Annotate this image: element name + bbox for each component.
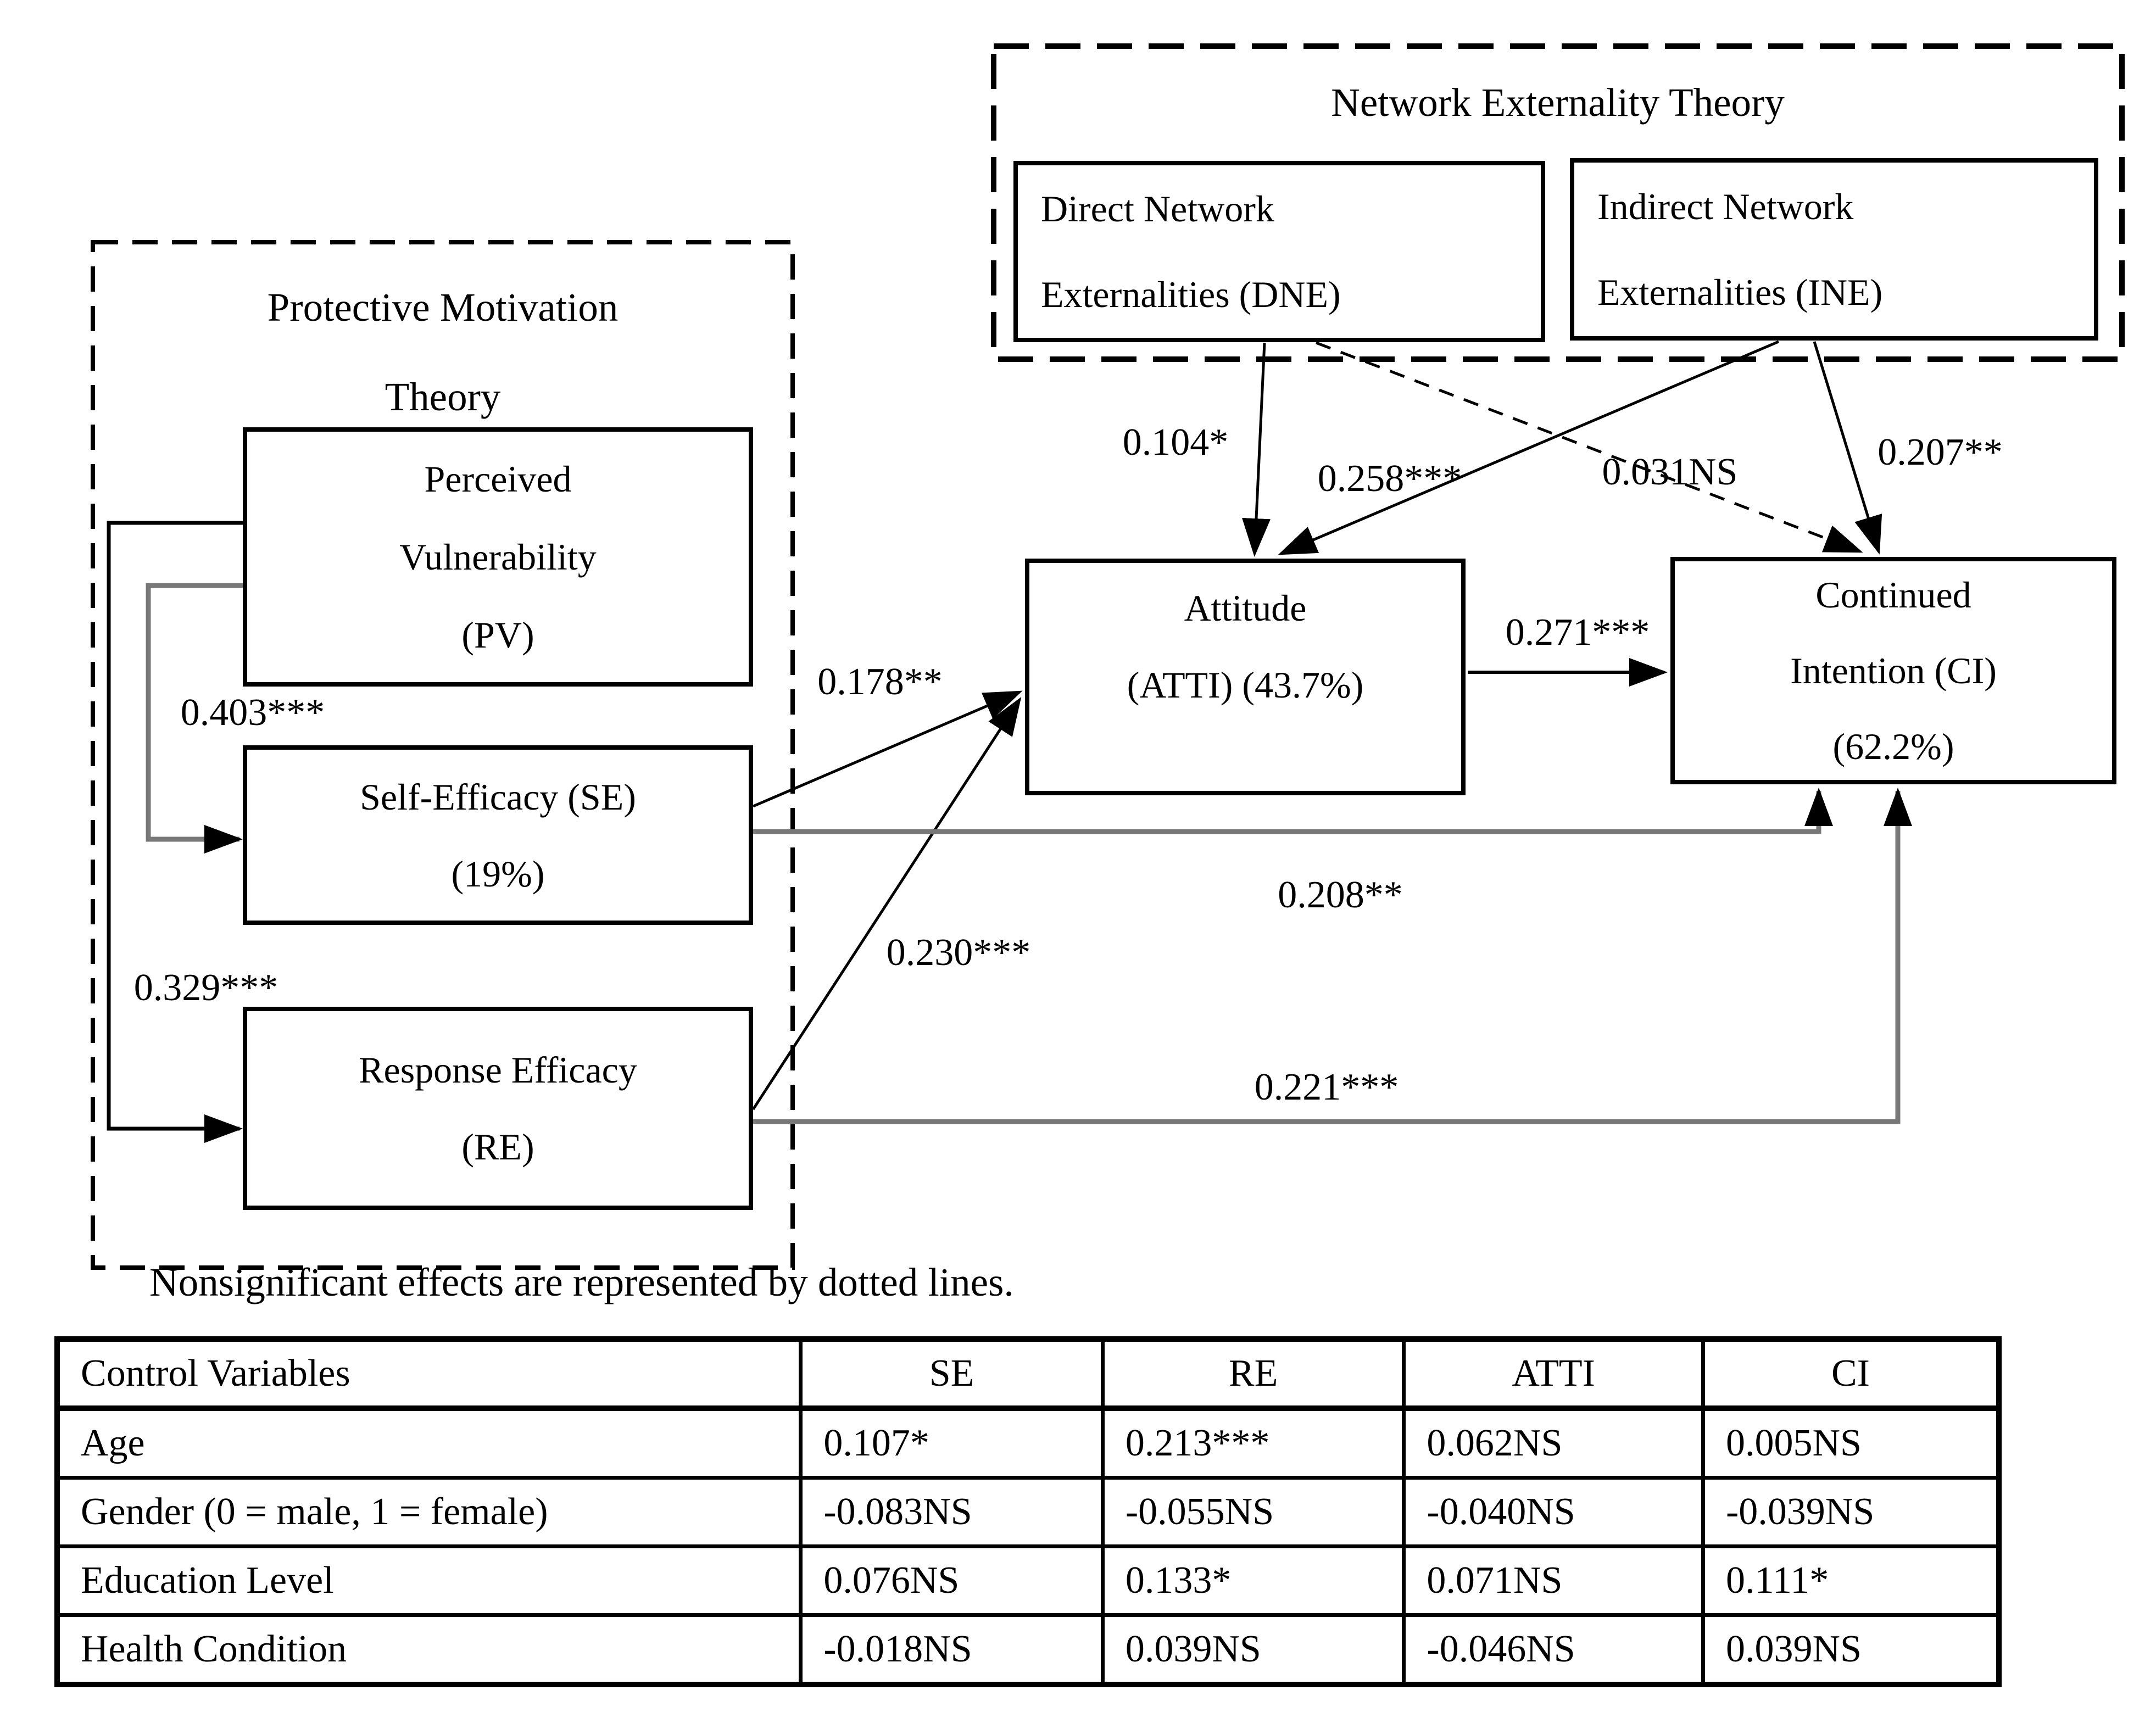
node-ine-line2: Externalities (INE) [1597, 271, 1883, 313]
pmt-group-border [91, 240, 795, 1270]
col-header-re: RE [1100, 1337, 1406, 1411]
arrow-dne-atti [1242, 342, 1271, 557]
row-label-education: Education Level [55, 1544, 803, 1617]
path-label-re-atti: 0.230*** [886, 931, 1031, 974]
node-pv-line3: (PV) [461, 614, 534, 656]
path-label-se-ci: 0.208** [1278, 874, 1403, 916]
cell-gender-se: -0.083NS [799, 1476, 1105, 1548]
path-label-pv-re: 0.329*** [133, 967, 278, 1009]
table-row-education: Education Level 0.076NS 0.133* 0.071NS 0… [55, 1544, 2001, 1617]
col-header-ci: CI [1701, 1337, 2001, 1411]
node-ine-line1: Indirect Network [1597, 186, 1854, 227]
node-indirect-network-externalities: Indirect Network Externalities (INE) [1570, 158, 2098, 341]
pmt-title-line2: Theory [385, 375, 501, 419]
node-pv-line1: Perceived [424, 458, 572, 500]
node-attitude: Attitude (ATTI) (43.7%) [1025, 559, 1466, 795]
arrow-ine-atti [1278, 340, 1779, 555]
node-ci-line1: Continued [1815, 574, 1971, 616]
node-pv-line2: Vulnerability [399, 536, 597, 578]
path-label-ine-ci: 0.207** [1878, 431, 2003, 473]
net-group-title: Network Externality Theory [994, 62, 2122, 144]
node-atti-line1: Attitude [1184, 587, 1307, 629]
arrow-re-ci [753, 788, 1912, 1124]
col-header-se: SE [799, 1337, 1105, 1411]
arrow-dne-ci-dashed [1316, 341, 1863, 553]
col-header-control-variables: Control Variables [55, 1337, 803, 1411]
arrow-re-atti [751, 696, 1022, 1111]
cell-health-atti: -0.046NS [1402, 1613, 1705, 1687]
node-atti-line2: (ATTI) (43.7%) [1127, 664, 1364, 706]
cell-gender-ci: -0.039NS [1701, 1476, 2001, 1548]
arrow-se-ci [753, 788, 1833, 834]
row-label-health: Health Condition [55, 1613, 803, 1687]
cell-health-se: -0.018NS [799, 1613, 1105, 1687]
cell-age-ci: 0.005NS [1701, 1406, 2001, 1480]
node-continued-intention: Continued Intention (CI) (62.2%) [1670, 557, 2116, 784]
cell-gender-atti: -0.040NS [1402, 1476, 1705, 1548]
col-header-atti: ATTI [1402, 1337, 1705, 1411]
node-perceived-vulnerability: Perceived Vulnerability (PV) [243, 427, 753, 687]
arrow-ine-ci [1813, 341, 1882, 555]
node-re-line1: Response Efficacy [359, 1049, 637, 1091]
path-label-ine-atti: 0.258*** [1317, 458, 1462, 500]
cell-age-atti: 0.062NS [1402, 1406, 1705, 1480]
path-label-dne-ci: 0.031NS [1602, 451, 1738, 493]
cell-age-re: 0.213*** [1100, 1406, 1406, 1480]
table-row-gender: Gender (0 = male, 1 = female) -0.083NS -… [55, 1476, 2001, 1548]
pmt-title-line1: Protective Motivation [267, 285, 619, 330]
path-label-pv-se: 0.403*** [180, 691, 325, 734]
node-direct-network-externalities: Direct Network Externalities (DNE) [1013, 161, 1545, 342]
table-header-row: Control Variables SE RE ATTI CI [55, 1337, 2001, 1411]
node-se-line1: Self-Efficacy (SE) [360, 776, 636, 818]
node-ci-line2: Intention (CI) [1790, 650, 1997, 691]
path-label-re-ci: 0.221*** [1254, 1066, 1399, 1108]
arrow-se-atti [753, 690, 1023, 808]
node-re-line2: (RE) [461, 1126, 534, 1168]
cell-education-re: 0.133* [1100, 1544, 1406, 1617]
cell-age-se: 0.107* [799, 1406, 1105, 1480]
pmt-group-title: Protective Motivation Theory [93, 263, 793, 442]
row-label-age: Age [55, 1406, 803, 1480]
node-ci-line3: (62.2%) [1832, 726, 1954, 767]
cell-gender-re: -0.055NS [1100, 1476, 1406, 1548]
path-label-dne-atti: 0.104* [1122, 421, 1229, 464]
net-title-line1: Network Externality Theory [1331, 80, 1785, 125]
node-se-line2: (19%) [451, 852, 545, 895]
cell-education-atti: 0.071NS [1402, 1544, 1705, 1617]
table-row-age: Age 0.107* 0.213*** 0.062NS 0.005NS [55, 1406, 2001, 1480]
row-label-gender: Gender (0 = male, 1 = female) [55, 1476, 803, 1548]
path-label-se-atti: 0.178** [817, 661, 943, 703]
cell-education-se: 0.076NS [799, 1544, 1105, 1617]
table-row-health: Health Condition -0.018NS 0.039NS -0.046… [55, 1613, 2001, 1687]
arrow-pv-se [146, 583, 243, 854]
node-dne-line2: Externalities (DNE) [1041, 274, 1341, 315]
node-response-efficacy: Response Efficacy (RE) [243, 1007, 753, 1210]
node-self-efficacy: Self-Efficacy (SE) (19%) [243, 745, 753, 925]
control-variables-table: Control Variables SE RE ATTI CI Age 0.10… [54, 1336, 2002, 1687]
arrow-pv-re [107, 521, 243, 1143]
nonsignificant-note: Nonsignificant effects are represented b… [149, 1260, 1014, 1304]
cell-education-ci: 0.111* [1701, 1544, 2001, 1617]
cell-health-re: 0.039NS [1100, 1613, 1406, 1687]
path-label-atti-ci: 0.271*** [1505, 611, 1650, 654]
node-dne-line1: Direct Network [1041, 188, 1274, 230]
cell-health-ci: 0.039NS [1701, 1613, 2001, 1687]
